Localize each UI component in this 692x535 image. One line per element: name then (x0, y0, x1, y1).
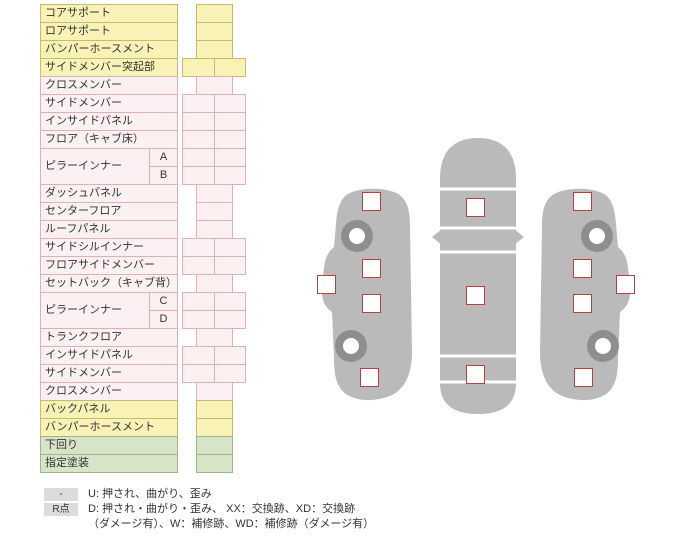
part-label: ピラーインナー (40, 292, 150, 329)
part-label: バンパーホースメント (40, 40, 178, 59)
parts-row: フロア（キャブ床） (40, 130, 246, 149)
parts-row: バックパネル (40, 400, 246, 419)
damage-check-box[interactable] (466, 286, 485, 305)
wheel-icon (335, 330, 367, 362)
wheel-icon (581, 220, 613, 252)
parts-row: フロアサイドメンバー (40, 256, 246, 275)
parts-row: コアサポート (40, 4, 246, 23)
legend-text: D: 押され・曲がり・歪み、 XX：交換跡、XD：交換跡 (88, 503, 356, 515)
part-label: フロア（キャブ床） (40, 130, 178, 149)
damage-check-box[interactable] (317, 275, 336, 294)
part-label: サイドメンバー (40, 94, 178, 113)
parts-row: 指定塗装 (40, 454, 246, 473)
left-mirror-icon (432, 229, 442, 245)
legend-row: -U: 押され、曲がり、歪み (44, 487, 374, 502)
parts-row: バンパーホースメント (40, 418, 246, 437)
part-label: バンパーホースメント (40, 418, 178, 437)
top-view-silhouette (432, 138, 524, 414)
right-mirror-icon (514, 229, 524, 245)
part-label: インサイドパネル (40, 112, 178, 131)
part-label: フロアサイドメンバー (40, 256, 178, 275)
part-label: 指定塗装 (40, 454, 178, 473)
part-label: バックパネル (40, 400, 178, 419)
part-check-cell[interactable] (196, 454, 233, 473)
parts-row: インサイドパネル (40, 346, 246, 365)
legend-text: （ダメージ有）、W：補修跡、WD：補修跡（ダメージ有） (88, 518, 375, 530)
damage-check-box[interactable] (616, 275, 635, 294)
part-label: トランクフロア (40, 328, 178, 347)
damage-check-box[interactable] (573, 192, 592, 211)
legend-badge: - (44, 488, 78, 501)
parts-row: インサイドパネル (40, 112, 246, 131)
parts-row: セットバック（キャブ背） (40, 274, 246, 293)
parts-row: トランクフロア (40, 328, 246, 347)
legend-text: U: 押され、曲がり、歪み (88, 488, 212, 500)
part-label: インサイドパネル (40, 346, 178, 365)
damage-check-box[interactable] (574, 368, 593, 387)
legend-badge (44, 518, 78, 531)
damage-check-box[interactable] (360, 368, 379, 387)
parts-row: バンパーホースメント (40, 40, 246, 59)
legend-row: R点 D: 押され・曲がり・歪み、 XX：交換跡、XD：交換跡 (44, 502, 374, 517)
damage-check-box[interactable] (362, 192, 381, 211)
parts-row: サイドメンバー突起部 (40, 58, 246, 77)
damage-check-box[interactable] (362, 259, 381, 278)
part-label: クロスメンバー (40, 76, 178, 95)
damage-check-box[interactable] (466, 198, 485, 217)
parts-row: サイドメンバー (40, 94, 246, 113)
parts-table: コアサポートロアサポートバンパーホースメントサイドメンバー突起部クロスメンバーサ… (40, 4, 246, 473)
damage-check-box[interactable] (573, 259, 592, 278)
legend-row: （ダメージ有）、W：補修跡、WD：補修跡（ダメージ有） (44, 517, 374, 532)
damage-check-box[interactable] (573, 294, 592, 313)
damage-check-box[interactable] (466, 365, 485, 384)
part-label: サイドメンバー突起部 (40, 58, 178, 77)
legend-badge: R点 (44, 503, 78, 516)
parts-row: 下回り (40, 436, 246, 455)
damage-check-box[interactable] (362, 294, 381, 313)
wheel-icon (341, 220, 373, 252)
wheel-icon (587, 330, 619, 362)
